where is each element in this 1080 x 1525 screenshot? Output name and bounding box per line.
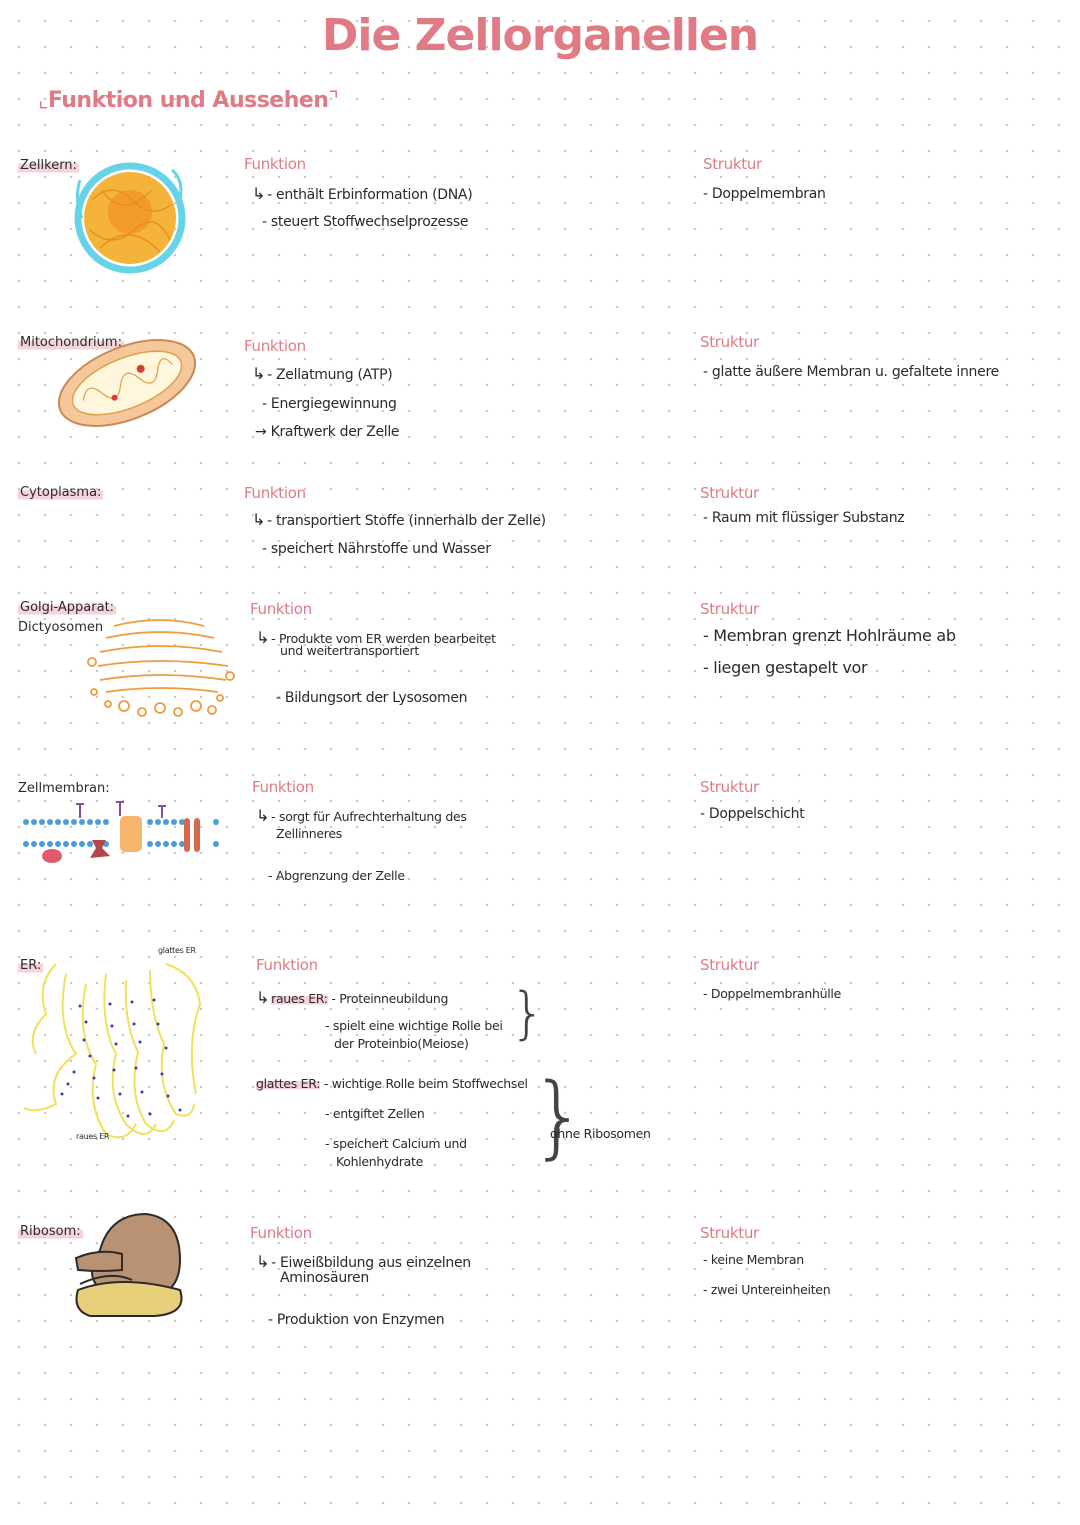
zellkern-struktur-line: - Doppelmembran: [703, 186, 826, 202]
zellmembran-label: Zellmembran:: [18, 781, 110, 796]
zellkern-label: Zellkern:: [18, 158, 79, 174]
golgi-funktion-line: ↳- Produkte vom ER werden bearbeitet: [256, 628, 496, 647]
ribosom-funktion-line: - Produktion von Enzymen: [268, 1312, 445, 1328]
ribosom-struktur-line: - keine Membran: [703, 1252, 804, 1267]
cytoplasma-struktur-line: - Raum mit flüssiger Substanz: [703, 510, 905, 526]
golgi-struktur-line: - Membran grenzt Hohlräume ab: [703, 626, 956, 645]
zellmembran-funktion-heading: Funktion: [252, 778, 314, 796]
ribosom-label: Ribosom:: [18, 1224, 83, 1240]
golgi-illustration: [87, 619, 235, 717]
er-raues-line: - spielt eine wichtige Rolle bei: [325, 1018, 503, 1033]
zellmembran-struktur-line: - Doppelschicht: [700, 806, 805, 822]
golgi-label: Golgi-Apparat:: [18, 600, 117, 616]
cytoplasma-struktur-heading: Struktur: [700, 484, 759, 502]
zellkern-funktion-heading: Funktion: [244, 155, 306, 173]
ribosom-struktur-line: - zwei Untereinheiten: [703, 1282, 831, 1297]
cytoplasma-funktion-line: - speichert Nährstoffe und Wasser: [262, 541, 491, 557]
er-glattes-line: - speichert Calcium und: [325, 1136, 467, 1151]
er-glattes-line: Kohlenhydrate: [336, 1154, 423, 1169]
golgi-funktion-heading: Funktion: [250, 600, 312, 618]
zellkern-struktur-heading: Struktur: [703, 155, 762, 173]
mitochondrium-funktion-line: - Energiegewinnung: [262, 396, 397, 412]
mitochondrium-illustration: [57, 339, 197, 427]
zellmembran-funktion-line: ↳- sorgt für Aufrechterhaltung des: [256, 806, 467, 825]
er-glattes-line: - entgiftet Zellen: [325, 1106, 425, 1121]
mitochondrium-funktion-line: → Kraftwerk der Zelle: [255, 424, 400, 440]
cytoplasma-funktion-line: ↳- transportiert Stoffe (innerhalb der Z…: [252, 510, 546, 529]
zellmembran-struktur-heading: Struktur: [700, 778, 759, 796]
er-raues-line: ↳raues ER: - Proteinneubildung: [256, 988, 449, 1007]
mitochondrium-struktur-heading: Struktur: [700, 333, 759, 351]
mitochondrium-funktion-line: ↳- Zellatmung (ATP): [252, 364, 393, 383]
er-struktur-heading: Struktur: [700, 956, 759, 974]
ribosom-funktion-line: ↳- Eiweißbildung aus einzelnen: [256, 1252, 471, 1271]
er-label: ER:: [18, 958, 44, 974]
zellmembran-illustration: [23, 801, 219, 863]
ribosom-funktion-line: Aminosäuren: [280, 1270, 369, 1286]
er-img-label-raues: raues ER: [76, 1132, 110, 1141]
zellmembran-funktion-line: - Abgrenzung der Zelle: [268, 868, 405, 883]
zellmembran-funktion-line: Zellinneres: [276, 826, 342, 841]
mitochondrium-struktur-line: - glatte äußere Membran u. gefaltete inn…: [703, 364, 999, 380]
page-title: Die Zellorganellen: [321, 10, 759, 61]
golgi-label-2: Dictyosomen: [18, 620, 104, 635]
er-img-label-glatt: glattes ER: [158, 946, 196, 955]
ribosom-illustration: [74, 1212, 183, 1317]
ribosom-funktion-heading: Funktion: [250, 1224, 312, 1242]
cytoplasma-label: Cytoplasma:: [18, 485, 104, 501]
brace-icon: }: [510, 981, 546, 1046]
mitochondrium-funktion-heading: Funktion: [244, 337, 306, 355]
zellkern-funktion-line: ↳- enthält Erbinformation (DNA): [252, 184, 473, 203]
ribosom-struktur-heading: Struktur: [700, 1224, 759, 1242]
golgi-funktion-line: und weitertransportiert: [280, 643, 419, 658]
zellkern-funktion-line: - steuert Stoffwechselprozesse: [262, 214, 469, 230]
brace-icon: }: [530, 1064, 588, 1169]
golgi-struktur-heading: Struktur: [700, 600, 759, 618]
er-struktur-line: - Doppelmembranhülle: [703, 986, 841, 1001]
zellkern-illustration: [74, 162, 186, 274]
golgi-struktur-line: - liegen gestapelt vor: [703, 658, 868, 677]
er-illustration: [23, 963, 202, 1139]
er-glattes-line: glattes ER: - wichtige Rolle beim Stoffw…: [256, 1076, 528, 1091]
cytoplasma-funktion-heading: Funktion: [244, 484, 306, 502]
er-funktion-heading: Funktion: [256, 956, 318, 974]
golgi-funktion-line: - Bildungsort der Lysosomen: [276, 690, 468, 706]
er-raues-line: der Proteinbio(Meiose): [334, 1036, 469, 1051]
mitochondrium-label: Mitochondrium:: [18, 335, 124, 351]
page-subtitle: ⌞Funktion und Aussehen⌝: [38, 88, 339, 113]
er-ohne-ribosomen: ohne Ribosomen: [550, 1126, 651, 1141]
